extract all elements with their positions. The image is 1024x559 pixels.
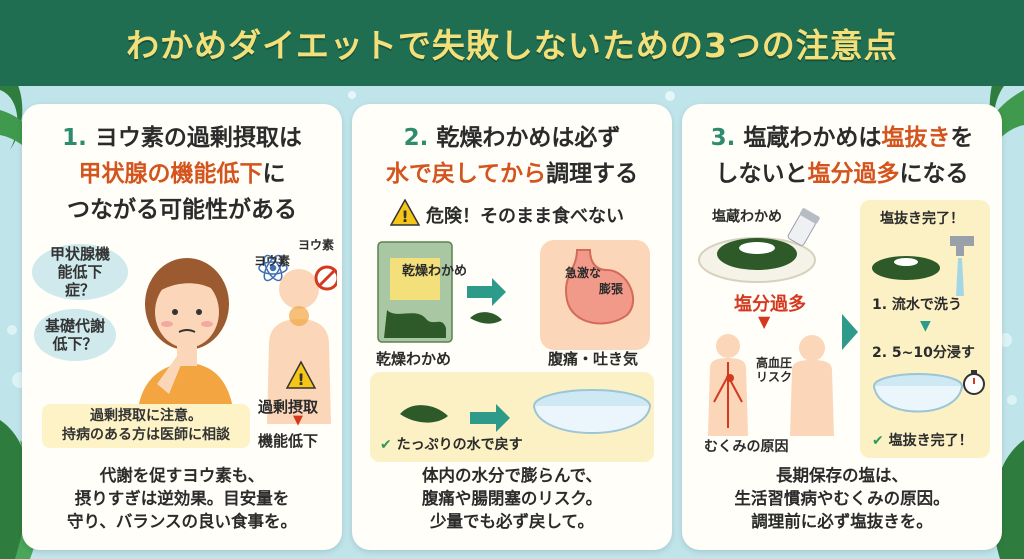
card3-title-line1: 3. 塩蔵わかめは塩抜きを — [710, 125, 974, 151]
body-illustration — [708, 334, 834, 436]
salted-label: 塩蔵わかめ — [712, 209, 782, 225]
card2-illustration — [377, 240, 650, 350]
woman-icon — [137, 258, 235, 424]
chevron-right-icon — [842, 314, 858, 350]
arrow-icon — [467, 278, 506, 306]
card2-footer-line1: 体内の水分で膨らんで、 — [421, 466, 602, 485]
package-icon — [377, 241, 453, 343]
page-title: わかめダイエットで失敗しないための3つの注意点 — [126, 26, 898, 65]
card-salted-wakame: 3. 塩蔵わかめは塩抜きを しないと塩分過多になる 塩蔵わかめ 塩分過多 ▼ 高… — [682, 104, 1002, 550]
card1-number: 1. — [62, 125, 87, 151]
body-icon — [708, 334, 748, 436]
bubble-hypothyroid: 甲状腺機能低下症？ — [32, 244, 128, 300]
svg-text:!: ! — [401, 207, 408, 226]
body-icon — [790, 335, 834, 436]
down-arrow-icon: ▼ — [758, 312, 771, 331]
card3-title-line2: しないと塩分過多になる — [715, 161, 969, 187]
card2-title-line1: 2. 乾燥わかめは必ず — [403, 125, 621, 151]
prohibited-icon — [314, 265, 337, 291]
card3-footer-line3: 調理前に必ず塩抜きを。 — [751, 512, 933, 531]
check-icon: ✔ — [872, 433, 884, 449]
card-iodine: 1. ヨウ素の過剰摂取は 甲状腺の機能低下に つながる可能性がある 甲状腺機能低… — [22, 104, 342, 550]
card1-footer-line1: 代謝を促すヨウ素も、 — [99, 466, 265, 485]
card1-footer-line3: 守り、バランスの良い食事を。 — [66, 512, 297, 531]
card1-title-line3: つながる可能性がある — [67, 197, 297, 223]
bubble-metabolism: 基礎代謝低下？ — [34, 309, 116, 361]
stomach-icon — [540, 240, 650, 350]
warning-icon: ! — [390, 199, 420, 226]
package-label: 乾燥わかめ — [402, 264, 468, 279]
done-bottom: ✔ 塩抜き完了！ — [872, 433, 973, 449]
check-icon: ✔ — [380, 437, 392, 453]
card2-footer-line2: 腹痛や腸閉塞のリスク。 — [421, 489, 603, 508]
card3-footer-line2: 生活習慣病やむくみの原因。 — [734, 489, 950, 508]
card2-title-line2: 水で戻してから調理する — [385, 161, 639, 187]
svg-text:!: ! — [297, 370, 304, 389]
card-dried-wakame: 2. 乾燥わかめは必ず 水で戻してから調理する ! 危険！そのまま食べない 乾燥… — [352, 104, 672, 550]
card1-footer-line2: 摂りすぎは逆効果。目安量を — [74, 489, 290, 508]
salt-excess: 塩分過多 — [734, 294, 806, 315]
card1-title-line2: 甲状腺の機能低下に — [78, 161, 286, 187]
arrow-icon — [470, 404, 510, 432]
dry-label: 乾燥わかめ — [376, 350, 452, 368]
timer-icon — [963, 370, 985, 395]
salt-shaker-icon — [787, 208, 820, 246]
soak-label: ✔ たっぷりの水で戻す — [380, 437, 523, 453]
step1: 1. 流水で洗う — [872, 297, 962, 313]
note-box: 過剰摂取に注意。 持病のある方は医師に相談 — [42, 404, 250, 448]
card2-footer-line3: 少量でも必ず戻して。 — [429, 512, 594, 531]
seaweed-icon — [470, 312, 502, 324]
card3-footer-line1: 長期保存の塩は、 — [776, 466, 908, 485]
warning-label-decline: 機能低下 — [258, 432, 319, 450]
atom-icon — [258, 254, 288, 282]
bowl-icon — [873, 373, 963, 413]
down-arrow-icon: ▼ — [293, 413, 303, 428]
down-arrow-icon: ▼ — [920, 318, 931, 334]
step2: 2. 5~10分浸す — [872, 345, 975, 361]
label-iodine-body: ヨウ素 — [298, 238, 335, 252]
pain-label: 腹痛・吐き気 — [548, 350, 639, 368]
stomach-label1: 急激な — [565, 266, 602, 280]
label-iodine-atom: ヨウ素 — [254, 254, 291, 268]
seaweed-icon — [400, 405, 448, 423]
done-top: 塩抜き完了！ — [880, 211, 964, 227]
faucet-illustration — [872, 236, 974, 296]
soak-illustration — [400, 389, 651, 434]
danger-warning: 危険！そのまま食べない — [426, 206, 624, 227]
faucet-icon — [950, 236, 974, 296]
salted-illustration — [698, 208, 820, 283]
warning-label-excess: 過剰摂取 — [258, 398, 319, 416]
bowl-illustration — [873, 370, 985, 413]
bowl-icon — [533, 389, 651, 434]
bp-label: 高血圧リスク — [756, 356, 793, 384]
swelling-label: むくみの原因 — [704, 439, 789, 455]
stomach-label2: 膨張 — [599, 282, 624, 296]
card1-title-line1: 1. ヨウ素の過剰摂取は — [62, 125, 302, 151]
warning-icon: ! — [285, 360, 317, 389]
header-banner: わかめダイエットで失敗しないための3つの注意点 — [0, 0, 1024, 86]
